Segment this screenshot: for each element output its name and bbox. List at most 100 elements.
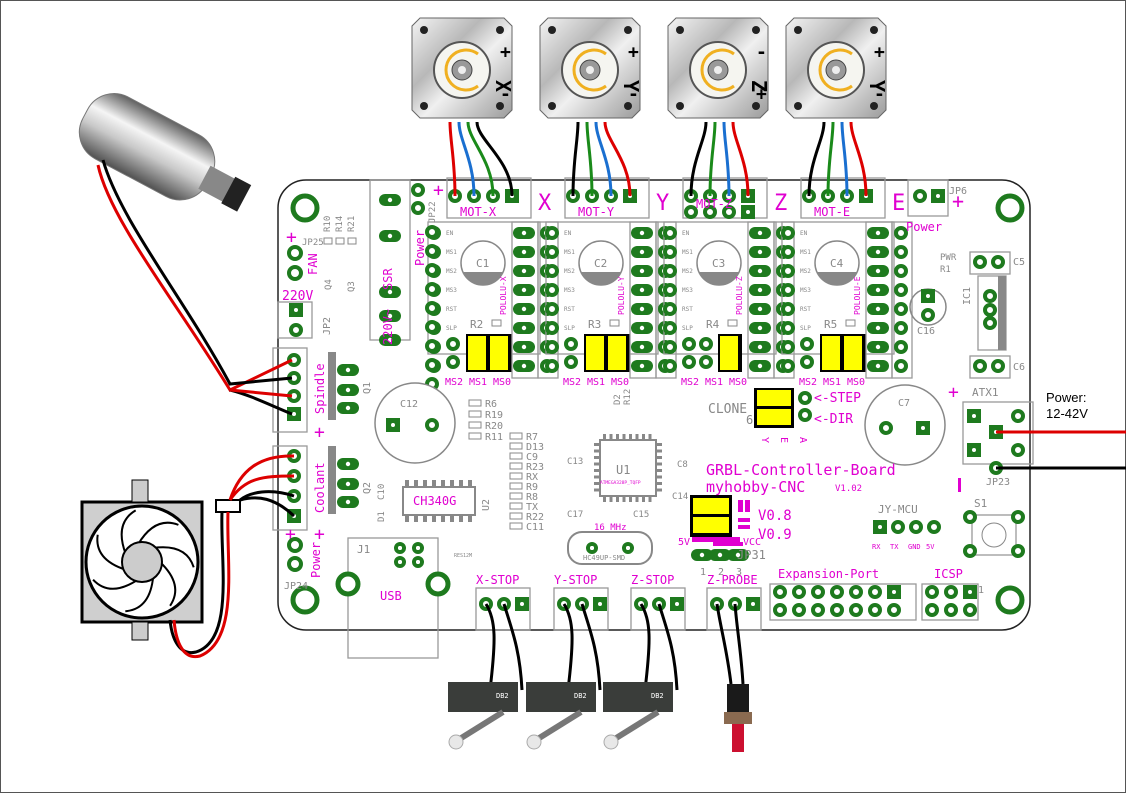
- mcu-pin: [622, 434, 626, 440]
- pad-hole: [899, 250, 903, 254]
- mcu-pin: [648, 496, 652, 502]
- pad-hole: [805, 360, 809, 364]
- motor-axis-label: Y: [619, 80, 643, 92]
- driver-pin-label: MS3: [682, 287, 693, 294]
- pad-hole: [778, 608, 782, 612]
- jumper-ms0[interactable]: [490, 336, 508, 370]
- mounting-hole: [995, 585, 1025, 615]
- smd-part: [509, 502, 523, 510]
- plus-sign: +: [952, 189, 964, 213]
- pad-hole: [639, 344, 645, 350]
- jp31-pin-number: 1: [700, 567, 706, 578]
- driver-pin-label: MS2: [800, 268, 811, 275]
- jumper-ms1[interactable]: [586, 336, 604, 370]
- pad-hole: [689, 210, 693, 214]
- jumper-ms1[interactable]: [822, 336, 840, 370]
- mcu-pin: [648, 434, 652, 440]
- power-top-label: Power: [906, 220, 942, 234]
- power-top-outline: [907, 179, 949, 217]
- motor-wire: [448, 121, 457, 197]
- resistor: [347, 237, 357, 245]
- pad-hole: [521, 306, 527, 312]
- smd-part: [509, 472, 523, 480]
- microswitch-roller: [526, 734, 542, 750]
- motor-shaft-center: [458, 66, 466, 74]
- grbl-jumper-v09[interactable]: [693, 517, 729, 533]
- ms-label: MS1: [705, 377, 723, 388]
- expansion-port-label: Expansion-Port: [778, 567, 879, 581]
- clone-jumper-step[interactable]: [757, 390, 791, 406]
- switch-marking: DB2: [651, 692, 664, 700]
- motor-wire: [571, 121, 580, 197]
- plus-sign: +: [285, 524, 296, 545]
- reset-button[interactable]: [981, 522, 1007, 548]
- c15-ref: C15: [633, 510, 649, 520]
- board-maker: myhobby-CNC: [706, 478, 805, 496]
- c17-ref: C17: [567, 510, 583, 520]
- mcu-pin: [609, 496, 613, 502]
- fan-hub: [121, 541, 163, 583]
- q4-ref: Q4: [324, 279, 334, 290]
- smd-ref: R23: [526, 462, 544, 473]
- c12-capacitor: [374, 382, 456, 464]
- endstop-wire: [502, 603, 524, 691]
- power-supply-line1: Power:: [1046, 390, 1086, 405]
- resistor: [845, 319, 856, 327]
- motor-wire: [466, 121, 495, 197]
- resistor-ref: R3: [588, 318, 601, 331]
- jumper-ms0[interactable]: [608, 336, 626, 370]
- pad-hole: [786, 326, 790, 330]
- c10-ref: C10: [377, 484, 387, 500]
- motor-connector-label: MOT-X: [460, 205, 497, 219]
- ms-label: MS2: [445, 377, 463, 388]
- pad-hole: [668, 250, 672, 254]
- pad-hole: [521, 325, 527, 331]
- jy-mcu-pin-label: TX: [890, 543, 899, 551]
- pad-hole: [757, 363, 763, 369]
- pad-hole: [430, 268, 434, 272]
- pad-hole: [803, 396, 807, 400]
- ch340g-chip: [402, 486, 476, 516]
- probe-button-cap[interactable]: [732, 724, 744, 752]
- pad-hole: [854, 590, 858, 594]
- capacitor-ref: C3: [712, 257, 725, 270]
- pad-hole: [996, 260, 1000, 264]
- chip-pin: [423, 515, 427, 522]
- smd-part: [509, 462, 523, 470]
- grbl-jumper-v08[interactable]: [693, 498, 729, 514]
- motor-shaft-center: [714, 66, 722, 74]
- mcu-pin: [629, 496, 632, 502]
- pad-hole: [430, 230, 434, 234]
- smd-part: [468, 432, 482, 440]
- pad-hole: [996, 364, 1000, 368]
- jumper-ms0[interactable]: [720, 336, 738, 370]
- pad-hole: [921, 426, 925, 430]
- motor-label-bottom: +: [756, 84, 767, 105]
- jumper-ms1[interactable]: [468, 336, 486, 370]
- jumper-ms0[interactable]: [844, 336, 862, 370]
- power-bottom-ref: JP24: [284, 581, 308, 592]
- pad-hole: [521, 344, 527, 350]
- ms-label: MS1: [587, 377, 605, 388]
- jp31-pin-number: 2: [718, 567, 724, 578]
- axis-letter: E: [892, 191, 905, 216]
- grbl-v08-label: V0.8: [758, 508, 792, 524]
- pad-hole: [668, 269, 672, 273]
- pad-hole: [416, 206, 420, 210]
- capacitor-stripe: [463, 272, 503, 285]
- motor-label-top: +: [500, 42, 511, 63]
- driver-pin-label: RST: [682, 306, 693, 313]
- pad-hole: [345, 499, 351, 505]
- c6-outline: [969, 355, 1011, 379]
- pad-hole: [292, 412, 296, 416]
- clone-jumper-dir[interactable]: [757, 409, 791, 425]
- pad-hole: [875, 287, 881, 293]
- ms-label: MS2: [799, 377, 817, 388]
- pad-hole: [896, 525, 900, 529]
- pad-hole: [416, 560, 420, 564]
- pad-hole: [387, 197, 393, 203]
- pad-hole: [875, 306, 881, 312]
- resistor-ref: R5: [824, 318, 837, 331]
- driver-pin-label: SLP: [682, 325, 693, 332]
- pad-hole: [899, 345, 903, 349]
